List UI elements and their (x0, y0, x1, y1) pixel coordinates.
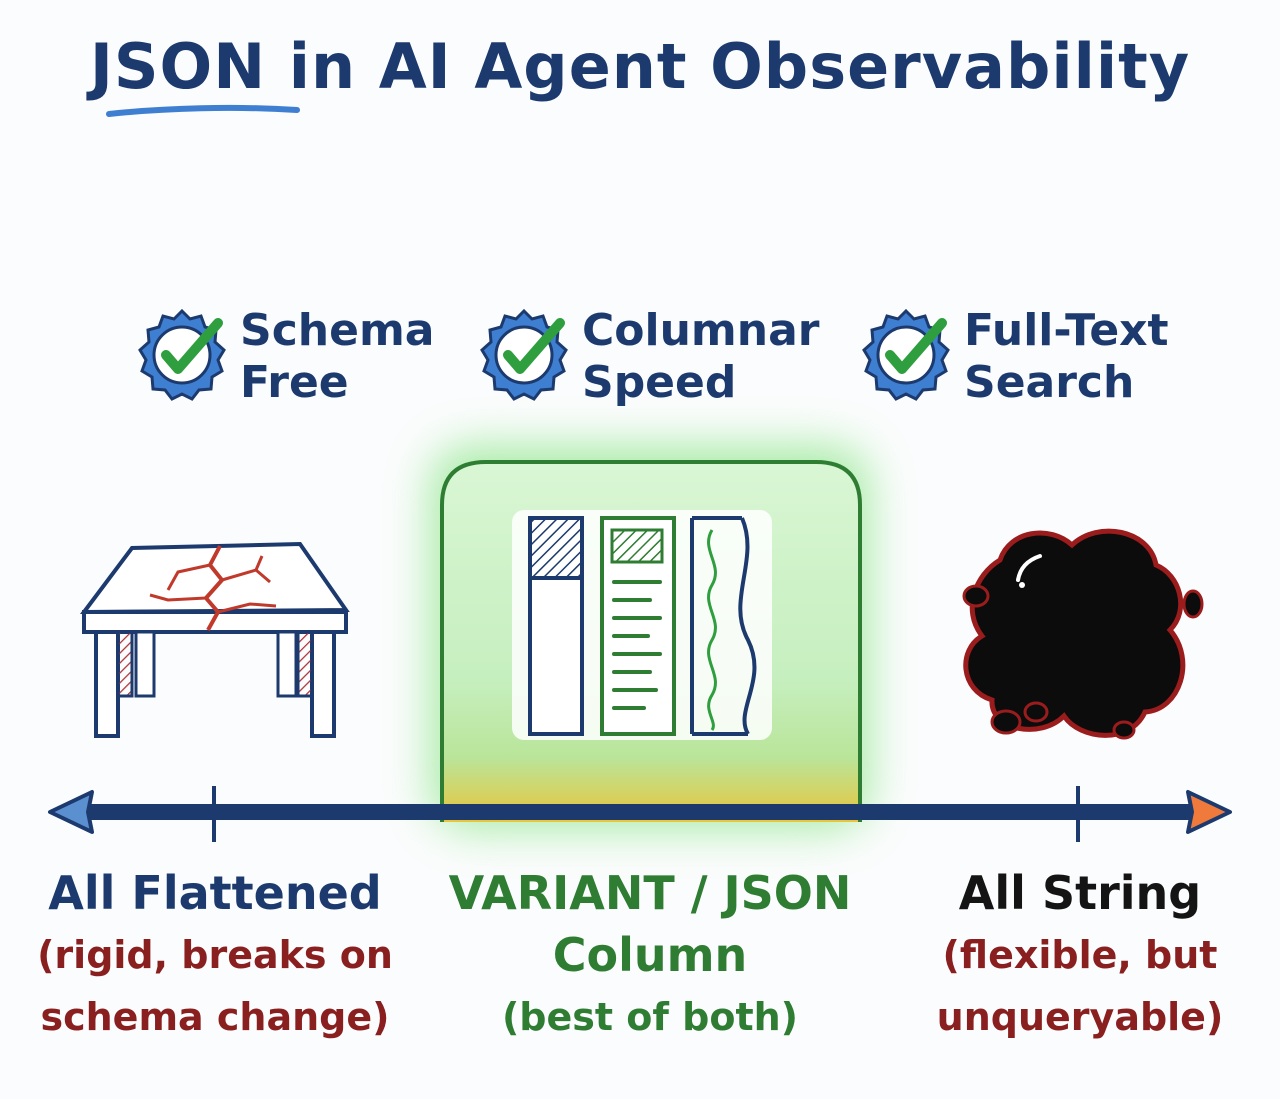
feature-line1: Schema (240, 305, 435, 356)
caption-variant-json: VARIANT / JSON Column (best of both) (440, 862, 860, 1048)
title-underline (106, 104, 300, 117)
feature-label: Schema Free (240, 305, 434, 409)
caption-label: All String (958, 866, 1202, 920)
caption-all-flattened: All Flattened (rigid, breaks on schema c… (30, 862, 400, 1048)
feature-line2: Free (240, 357, 349, 408)
caption-label: VARIANT / JSON (448, 866, 852, 920)
check-badge-icon (480, 308, 568, 401)
caption-note: (rigid, breaks on (37, 933, 393, 977)
feature-line1: Columnar (582, 305, 820, 356)
caption-note: (best of both) (501, 995, 799, 1039)
broken-table-icon (79, 541, 350, 738)
ink-blob-icon (962, 528, 1204, 740)
arrow-right-head-icon (1186, 790, 1232, 834)
check-badge-icon (138, 308, 226, 401)
check-badge-icon (862, 308, 950, 401)
column-storage-icon (512, 510, 772, 740)
caption-label: All Flattened (48, 866, 382, 920)
arrow-left-head-icon (48, 790, 94, 834)
caption-note: schema change) (40, 995, 390, 1039)
feature-line2: Search (964, 357, 1135, 408)
feature-label: Columnar Speed (582, 305, 820, 409)
caption-all-string: All String (flexible, but unqueryable) (900, 862, 1260, 1048)
caption-label: Column (552, 928, 748, 982)
spectrum-arrow (48, 786, 1232, 842)
feature-label: Full-Text Search (964, 305, 1169, 409)
caption-note: unqueryable) (936, 995, 1224, 1039)
caption-note: (flexible, but (942, 933, 1218, 977)
feature-line1: Full-Text (964, 305, 1169, 356)
feature-line2: Speed (582, 357, 737, 408)
page-title: JSON in AI Agent Observability (89, 30, 1191, 103)
